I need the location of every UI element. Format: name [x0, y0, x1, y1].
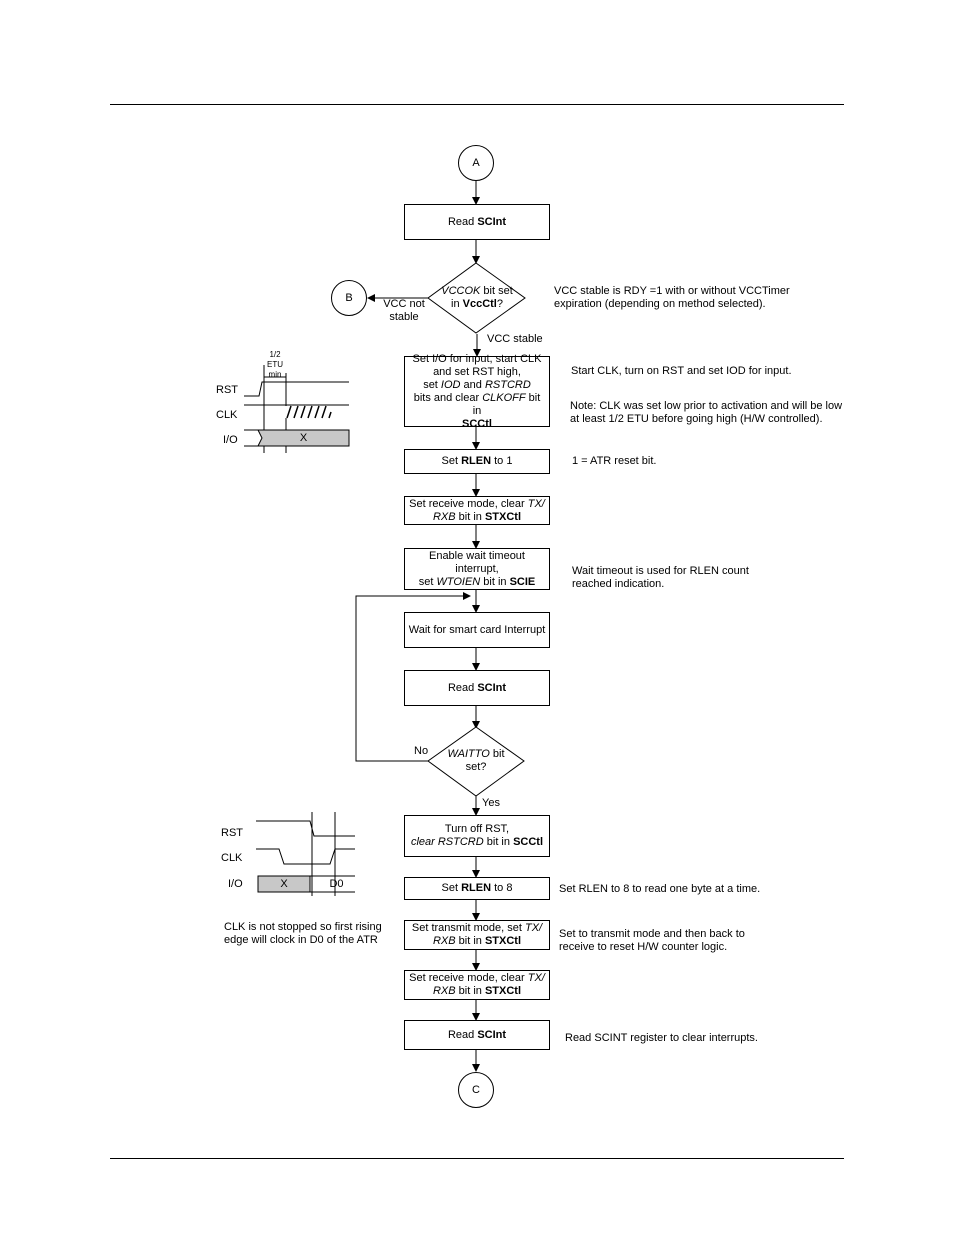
timing1-io-value: X [299, 432, 308, 444]
note-read-scint: Read SCINT register to clear interrupts. [565, 1032, 758, 1044]
step-set-rlen-8: Set RLEN to 8 [404, 877, 550, 900]
footer-rule [110, 1158, 844, 1159]
rst-waveform-1 [244, 381, 349, 397]
io-bar-1 [257, 429, 350, 447]
note-atr-bit: 1 = ATR reset bit. [572, 455, 657, 467]
step-enable-wait-timeout: Enable wait timeout interrupt, set WTOIE… [404, 548, 550, 590]
step-set-receive-2: Set receive mode, clear TX/ RXB bit in S… [404, 970, 550, 1000]
arrow-no-loop [355, 592, 471, 762]
step-turn-off-rst: Turn off RST, clear RSTCRD bit in SCCtl [404, 815, 550, 857]
timing1-io-label: I/O [223, 434, 238, 446]
label-no: No [414, 745, 429, 757]
timing2-clk-label: CLK [221, 852, 243, 864]
step-read-scint-2: Read SCInt [404, 670, 550, 706]
timing-diagram-2 [256, 812, 355, 896]
step-read-scint-1: Read SCInt [404, 204, 550, 240]
rst-waveform-2 [256, 820, 355, 837]
vccok-diamond [427, 262, 526, 334]
timing1-clk-label: CLK [216, 409, 238, 421]
clk-waveform-2 [256, 848, 355, 865]
io-bar-2 [257, 875, 311, 893]
step-set-receive-1: Set receive mode, clear TX/ RXB bit in S… [404, 496, 550, 525]
connector-c: C [458, 1072, 494, 1108]
step-set-transmit: Set transmit mode, set TX/ RXB bit in ST… [404, 920, 550, 950]
waitto-diamond [427, 726, 525, 797]
label-vcc-stable: VCC stable [487, 333, 543, 345]
connector-b: B [331, 280, 367, 316]
step-read-scint-3: Read SCInt [404, 1020, 550, 1050]
timing2-rst-label: RST [221, 827, 243, 839]
header-rule [110, 104, 844, 105]
connector-a: A [458, 145, 494, 181]
timing2-io-label: I/O [228, 878, 243, 890]
note-start-clk: Start CLK, turn on RST and set IOD for i… [571, 365, 792, 377]
step-set-io-input: Set I/O for input, start CLK and set RST… [404, 353, 550, 430]
timing-diagram-1 [244, 365, 350, 453]
waitto-decision-text: WAITTO bit set? [447, 748, 505, 773]
note-rlen-8: Set RLEN to 8 to read one byte at a time… [559, 883, 761, 895]
step-set-rlen-1: Set RLEN to 1 [404, 449, 550, 474]
step-wait-interrupt: Wait for smart card Interrupt [404, 612, 550, 648]
timing2-io-x: X [280, 878, 288, 890]
timing2-io-d0: D0 [329, 878, 344, 890]
label-yes: Yes [482, 797, 500, 809]
note-vcc-stable: VCC stable is RDY =1 with or without VCC… [554, 285, 790, 310]
timing1-rst-label: RST [216, 384, 238, 396]
vccok-decision-text: VCCOK bit set in VccCtl? [441, 285, 513, 310]
note-clk-low: Note: CLK was set low prior to activatio… [570, 400, 843, 425]
